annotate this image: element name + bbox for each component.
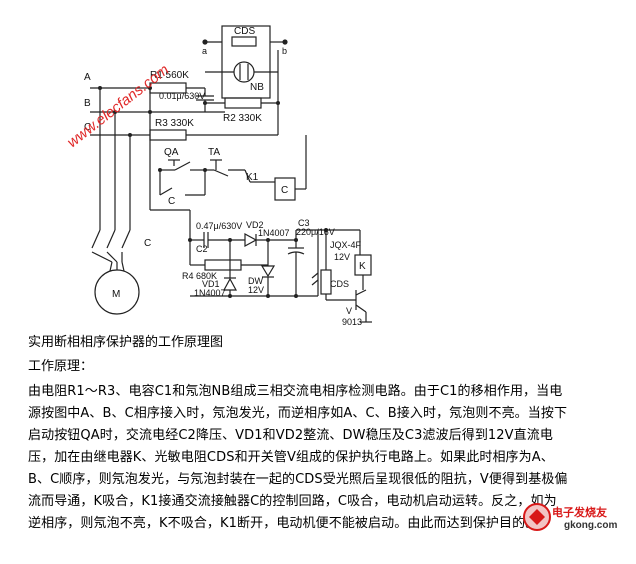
cds-top-label: CDS	[234, 26, 255, 37]
logo-mark-icon	[523, 503, 551, 531]
ta-label: TA	[208, 147, 220, 158]
principle-line: 逆相序，则氖泡不亮，K不吸合，K1断开，电动机便不能被启动。由此而达到保护目的。	[28, 516, 539, 531]
r3-label: R3 330K	[155, 118, 194, 129]
figure-caption: 实用断相相序保护器的工作原理图	[28, 335, 224, 350]
r1-label: R1 560K	[150, 70, 189, 81]
logo-brand-cn: 电子发烧友	[552, 506, 607, 519]
relay-k-label: K	[359, 261, 366, 272]
c3-value-label: 220μ/16V	[296, 227, 335, 237]
site-logo: 电子发烧友 gkong.com	[520, 500, 630, 540]
dw-label: DW	[248, 276, 263, 286]
vd2-type-label: 1N4007	[258, 228, 290, 238]
principle-line: B、C顺序，则氖泡发光，与氖泡封装在一起的CDS受光照后呈现很低的阻抗，V便得到…	[28, 472, 568, 487]
principle-heading: 工作原理：	[28, 359, 94, 374]
c3-label: C3	[298, 218, 310, 228]
vd1-label: VD1	[202, 279, 220, 289]
phase-c-label: C	[84, 122, 91, 133]
principle-line: 流而导通，K吸合，K1接通交流接触器C的控制回路，C吸合，电动机启动运转。反之，…	[28, 494, 557, 509]
holding-contact-label: C	[168, 196, 175, 207]
nb-label: NB	[250, 82, 264, 93]
k1-label: K1	[246, 172, 259, 183]
transistor-model-label: 9013	[342, 317, 362, 327]
c1-label: 0.01μ/630V	[159, 91, 205, 101]
r2-label: R2 330K	[223, 113, 262, 124]
vd1-type-label: 1N4007	[194, 288, 226, 298]
principle-line: 压，加在由继电器K、光敏电阻CDS和开关管V组成的保护执行电路上。如果此时相序为…	[28, 450, 554, 465]
phase-a-label: A	[84, 72, 91, 83]
qa-label: QA	[164, 147, 179, 158]
phase-b-label: B	[84, 98, 91, 109]
circuit-diagram: A B C R1 560K 0.01μ/630V R2 330K R3 330K…	[64, 25, 372, 327]
principle-line: 由电阻R1～R3、电容C1和氖泡NB组成三相交流电相序检测电路。由于C1的移相作…	[28, 384, 563, 399]
relay-voltage-label: 12V	[334, 252, 350, 262]
r4-label: R4 680K	[182, 271, 217, 281]
vd2-label: VD2	[246, 220, 264, 230]
motor-label: M	[112, 289, 120, 300]
cds-bottom-label: CDS	[330, 279, 349, 289]
relay-model-label: JQX-4F	[330, 240, 362, 250]
motor-contact-label: C	[144, 238, 151, 249]
principle-line: 源按图中A、B、C相序接入时，氖泡发光，而逆相序如A、C、B接入时，氖泡则不亮。…	[28, 406, 568, 421]
contactor-coil-label: C	[281, 185, 288, 196]
principle-body: 由电阻R1～R3、电容C1和氖泡NB组成三相交流电相序检测电路。由于C1的移相作…	[28, 381, 620, 535]
watermark: www.elecfans.com	[64, 61, 172, 151]
principle-line: 启动按钮QA时，交流电经C2降压、VD1和VD2整流、DW稳压及C3滤波后得到1…	[28, 428, 553, 443]
c2-label: C2	[196, 244, 208, 254]
logo-brand-en: gkong.com	[564, 520, 618, 531]
transistor-v-label: V	[346, 306, 352, 316]
node-a-label: a	[202, 46, 207, 56]
dw-voltage-label: 12V	[248, 285, 264, 295]
node-b-label: b	[282, 46, 287, 56]
c2-value-label: 0.47μ/630V	[196, 221, 242, 231]
